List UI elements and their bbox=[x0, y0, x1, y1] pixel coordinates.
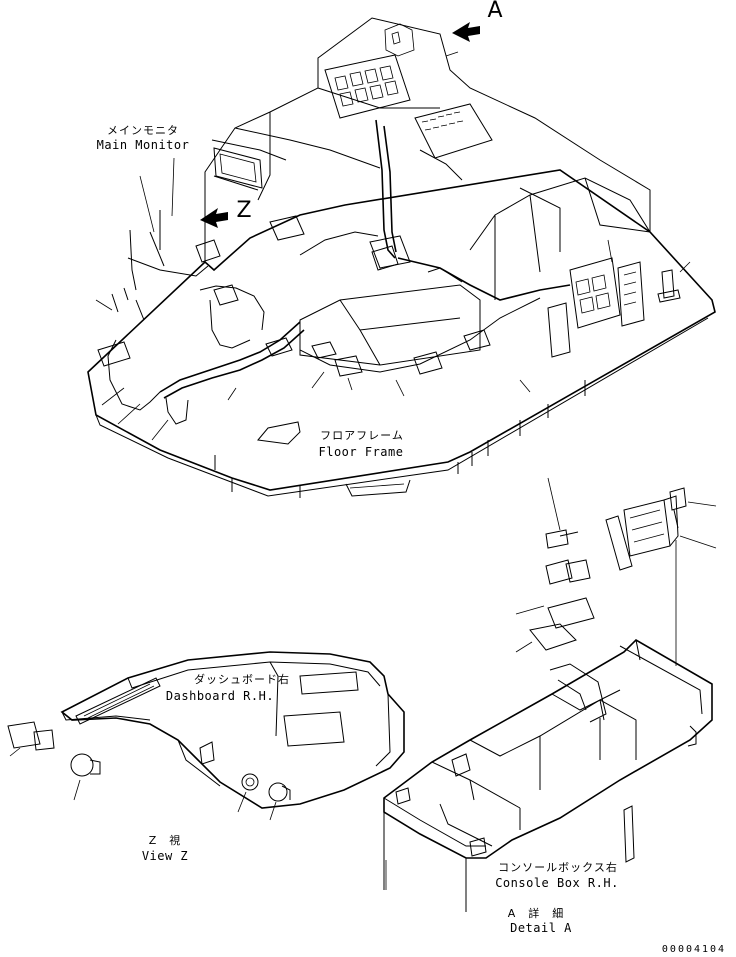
dashboard-jp-label: ダッシュボード右 bbox=[194, 673, 290, 686]
detail-a-en-label: Detail A bbox=[510, 921, 572, 935]
main-monitor-en-label: Main Monitor bbox=[96, 138, 190, 152]
view-a-marker: A bbox=[487, 0, 503, 23]
dashboard-rh-assembly bbox=[7, 651, 405, 821]
floor-frame-assembly bbox=[87, 17, 716, 498]
floor-frame-jp-label: フロアフレーム bbox=[320, 429, 404, 442]
view-z-en-label: View Z bbox=[141, 849, 189, 863]
main-monitor-jp-label: メインモニタ bbox=[107, 124, 179, 137]
floor-frame-en-label: Floor Frame bbox=[318, 445, 404, 459]
console-box-rh-assembly bbox=[383, 477, 717, 912]
console-parts bbox=[529, 487, 687, 651]
dashboard-en-label: Dashboard R.H. bbox=[165, 689, 275, 703]
leader-lines-top bbox=[95, 51, 691, 441]
console-box-en-label: Console Box R.H. bbox=[495, 876, 619, 890]
console-box-jp-label: コンソールボックス右 bbox=[498, 861, 618, 874]
detail-a-jp-label: A 詳 細 bbox=[507, 907, 565, 920]
harness-clamps bbox=[195, 215, 491, 377]
relay-cluster-top bbox=[324, 23, 415, 119]
view-z-marker: Z bbox=[236, 198, 252, 223]
view-direction-arrow-icon bbox=[452, 22, 480, 42]
view-direction-arrow-icon bbox=[200, 208, 228, 228]
drawing-number: 00004104 bbox=[661, 944, 727, 955]
fuse-box bbox=[414, 103, 493, 159]
relay-block-right bbox=[547, 257, 645, 358]
dashboard-parts bbox=[7, 721, 291, 802]
wiring-harness bbox=[107, 119, 571, 425]
view-z-jp-label: Z 視 bbox=[148, 834, 182, 847]
